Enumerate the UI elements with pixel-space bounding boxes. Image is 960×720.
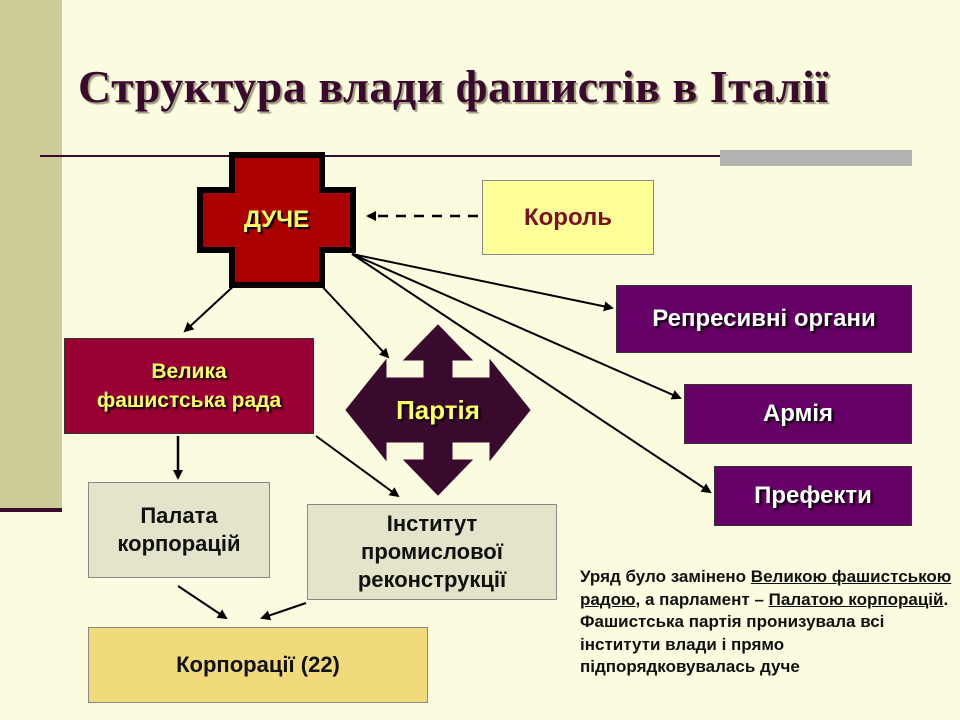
- institute-label-line1: Інститут: [386, 511, 478, 536]
- army-node: Армія: [684, 384, 912, 444]
- arrow-duce-to-army: [351, 253, 682, 400]
- arrow-inst-to-korp: [260, 602, 307, 621]
- partia-cross-arrow-shape: [345, 324, 531, 496]
- duce-label: ДУЧЕ: [243, 206, 310, 233]
- industrial-reconstruction-institute-node: Інститут промислової реконструкції: [307, 504, 557, 600]
- great-fascist-council-node: Велика фашистська рада: [64, 338, 314, 434]
- corporations-label: Корпорації (22): [176, 652, 340, 677]
- arrow-duce-to-rada: [183, 281, 239, 333]
- arrow-duce-to-repressive: [351, 253, 614, 312]
- note-underlined-1: Великою фашистською радою: [580, 567, 952, 609]
- title-divider-accent: [720, 150, 912, 166]
- arrow-rada-to-inst: [315, 435, 400, 498]
- explanatory-note: Уряд було замінено Великою фашистською р…: [580, 566, 958, 679]
- arrow-duce-to-prefects: [351, 253, 712, 494]
- corporations-node: Корпорації (22): [88, 627, 428, 703]
- chamber-of-corporations-label-line2: корпорацій: [117, 531, 241, 556]
- repressive-organs-node: Репресивні органи: [616, 285, 912, 353]
- repressive-organs-label: Репресивні органи: [652, 305, 876, 332]
- note-text-3: . Фашистська партія пронизувала всі інст…: [580, 589, 949, 677]
- great-fascist-council-label-line2: фашистська рада: [96, 389, 282, 412]
- korol-label: Король: [523, 203, 613, 231]
- chamber-of-corporations-label-line1: Палата: [140, 503, 218, 528]
- great-fascist-council-label-line1: Велика: [151, 360, 227, 383]
- korol-node: Король: [482, 180, 654, 255]
- side-decoration-bar: [0, 0, 62, 510]
- institute-label-line3: реконструкції: [357, 567, 507, 592]
- partia-node: Партія: [346, 380, 530, 440]
- arrow-duce-to-partia: [317, 281, 390, 359]
- title-divider: [40, 155, 912, 157]
- partia-label: Партія: [396, 394, 480, 425]
- note-text-1: Уряд було замінено: [580, 567, 751, 586]
- page-title: Структура влади фашистів в Італії: [78, 61, 829, 112]
- prefects-label: Префекти: [754, 482, 872, 509]
- note-text-2: , а парламент –: [635, 589, 769, 609]
- army-label: Армія: [762, 400, 834, 427]
- duce-node: ДУЧЕ: [200, 190, 353, 250]
- chamber-of-corporations-node: Палата корпорацій: [88, 482, 270, 578]
- side-decoration-line: [0, 508, 62, 512]
- arrow-palata-to-korp: [177, 585, 228, 620]
- institute-label-line2: промислової: [361, 539, 503, 564]
- prefects-node: Префекти: [714, 466, 912, 526]
- note-underlined-2: Палатою корпорацій: [768, 589, 944, 609]
